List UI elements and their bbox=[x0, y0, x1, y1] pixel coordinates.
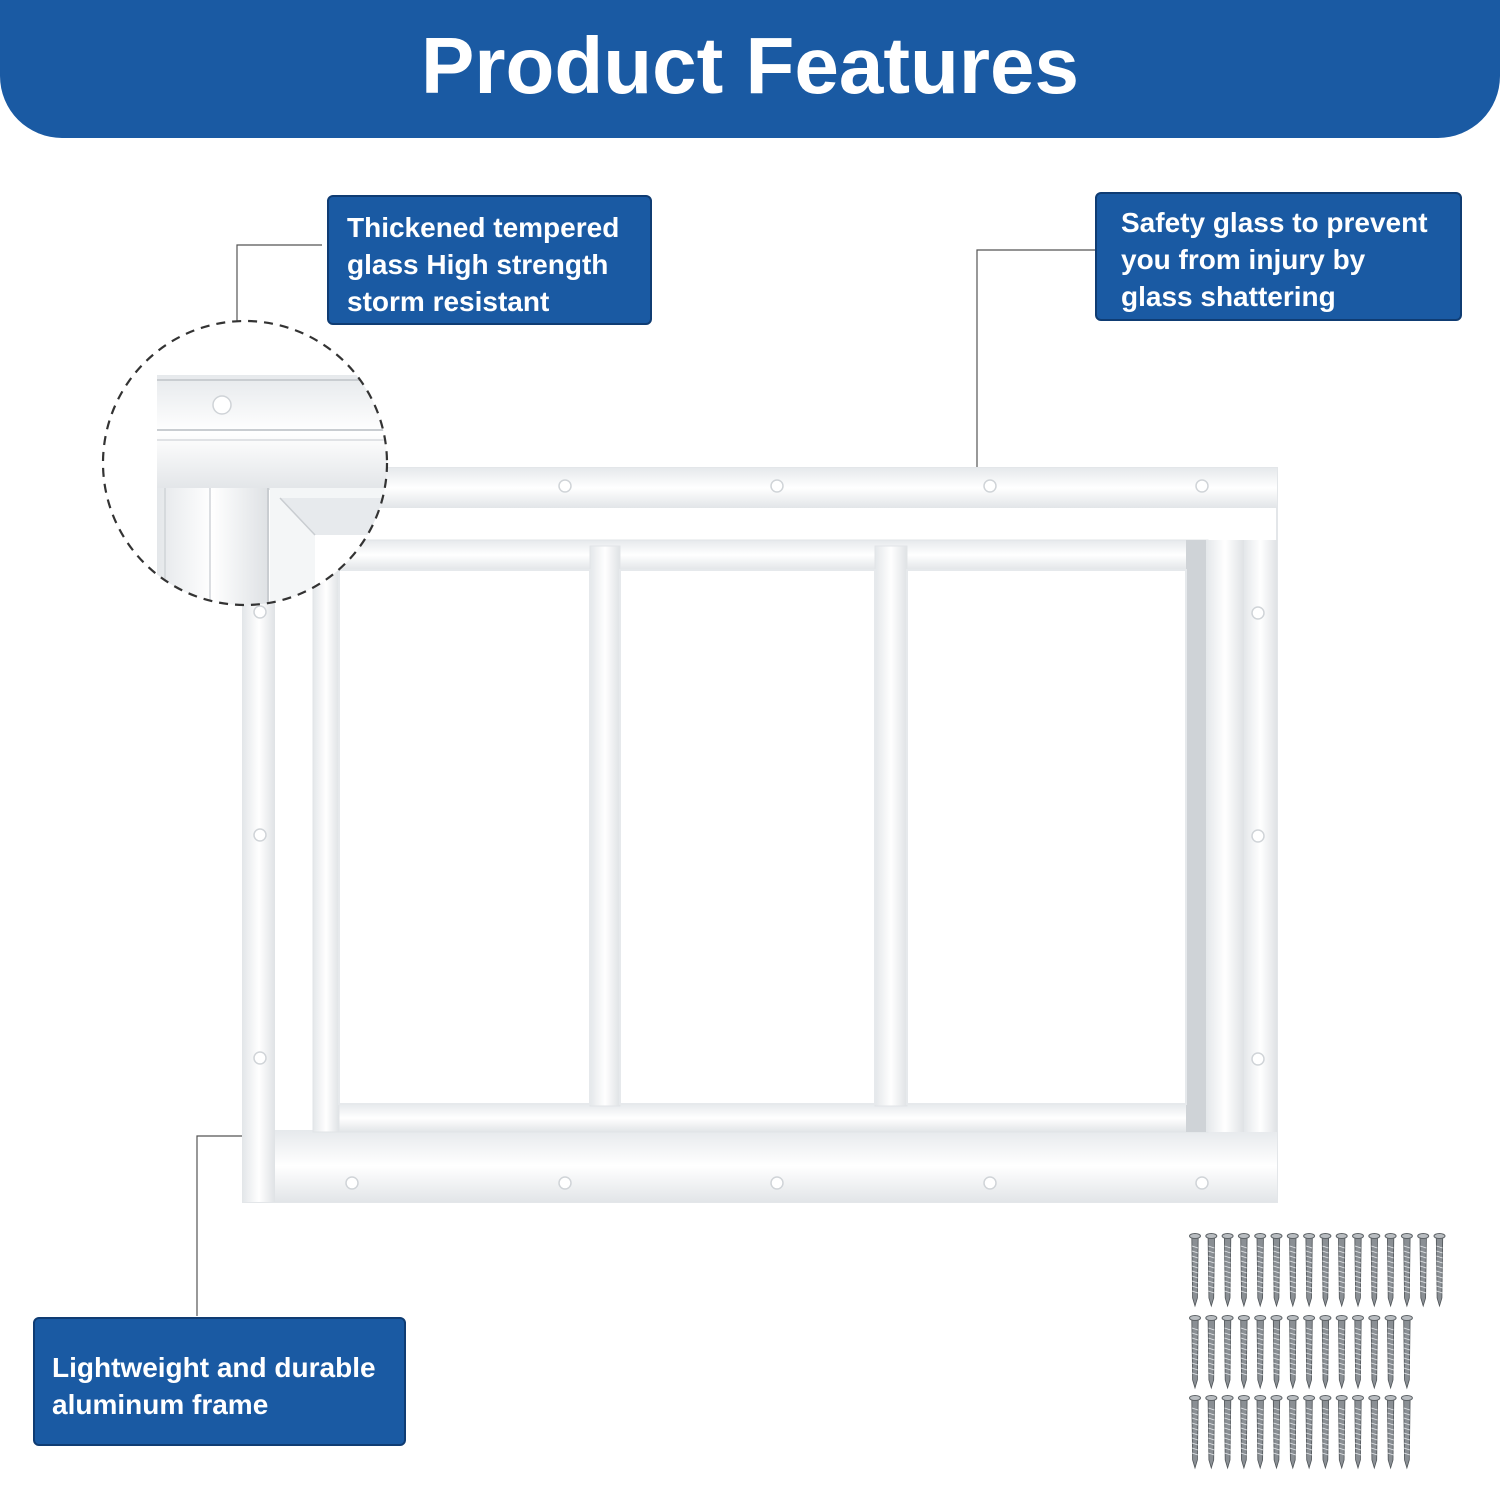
screw bbox=[1319, 1233, 1332, 1308]
screw bbox=[1270, 1233, 1283, 1308]
window-frame bbox=[242, 467, 1278, 1203]
screw bbox=[1270, 1315, 1283, 1390]
screw bbox=[1237, 1233, 1250, 1308]
screw bbox=[1352, 1395, 1364, 1470]
screw bbox=[1352, 1315, 1364, 1390]
screw bbox=[1384, 1233, 1397, 1308]
screw bbox=[1368, 1395, 1381, 1470]
screw bbox=[1189, 1233, 1201, 1308]
callout-tempered-glass: Thickened tempered glass High strength s… bbox=[327, 195, 652, 325]
screw bbox=[1335, 1315, 1348, 1390]
callout-safety-glass: Safety glass to prevent you from injury … bbox=[1095, 192, 1462, 321]
screw bbox=[1433, 1233, 1446, 1308]
screw bbox=[1254, 1395, 1267, 1470]
screw bbox=[1352, 1233, 1364, 1308]
callout-line: Safety glass to prevent bbox=[1121, 207, 1428, 238]
screw bbox=[1303, 1315, 1316, 1390]
screw bbox=[1400, 1233, 1413, 1308]
screw bbox=[1286, 1395, 1299, 1470]
screw-set bbox=[1189, 1233, 1446, 1470]
screw bbox=[1286, 1233, 1299, 1308]
mounting-holes bbox=[253, 479, 1265, 1190]
screw bbox=[1189, 1315, 1201, 1390]
screw bbox=[1384, 1395, 1397, 1470]
screw bbox=[1221, 1395, 1234, 1470]
screw bbox=[1417, 1233, 1430, 1308]
callout-aluminum-frame: Lightweight and durable aluminum frame bbox=[33, 1317, 406, 1446]
screw bbox=[1400, 1315, 1413, 1390]
callout-line: Thickened tempered bbox=[347, 212, 620, 243]
screw bbox=[1368, 1315, 1381, 1390]
screw bbox=[1189, 1395, 1201, 1470]
page-title: Product Features bbox=[421, 21, 1079, 110]
callout-line: aluminum frame bbox=[52, 1389, 269, 1420]
screw bbox=[1254, 1233, 1267, 1308]
callout-line: you from injury by bbox=[1121, 244, 1366, 275]
screw bbox=[1335, 1233, 1348, 1308]
screw bbox=[1221, 1233, 1234, 1308]
callout-line: glass shattering bbox=[1121, 281, 1336, 312]
screw bbox=[1205, 1233, 1218, 1308]
screw bbox=[1384, 1315, 1397, 1390]
screw bbox=[1254, 1315, 1267, 1390]
callout-line: storm resistant bbox=[347, 286, 550, 317]
screw bbox=[1400, 1395, 1413, 1470]
screw bbox=[1319, 1395, 1332, 1470]
header-banner: Product Features bbox=[0, 0, 1500, 138]
screw bbox=[1303, 1233, 1316, 1308]
leader-line-tempered bbox=[236, 244, 322, 322]
screw bbox=[1237, 1315, 1250, 1390]
screw bbox=[1319, 1315, 1332, 1390]
screw bbox=[1303, 1395, 1316, 1470]
corner-detail-zoom bbox=[101, 319, 389, 607]
screw bbox=[1335, 1395, 1348, 1470]
callout-line: glass High strength bbox=[347, 249, 609, 280]
callout-line: Lightweight and durable bbox=[52, 1352, 376, 1383]
screw bbox=[1221, 1315, 1234, 1390]
screw bbox=[1205, 1395, 1218, 1470]
screw bbox=[1270, 1395, 1283, 1470]
screw bbox=[1286, 1315, 1299, 1390]
screw bbox=[1368, 1233, 1381, 1308]
screw bbox=[1237, 1395, 1250, 1470]
screw bbox=[1205, 1315, 1218, 1390]
